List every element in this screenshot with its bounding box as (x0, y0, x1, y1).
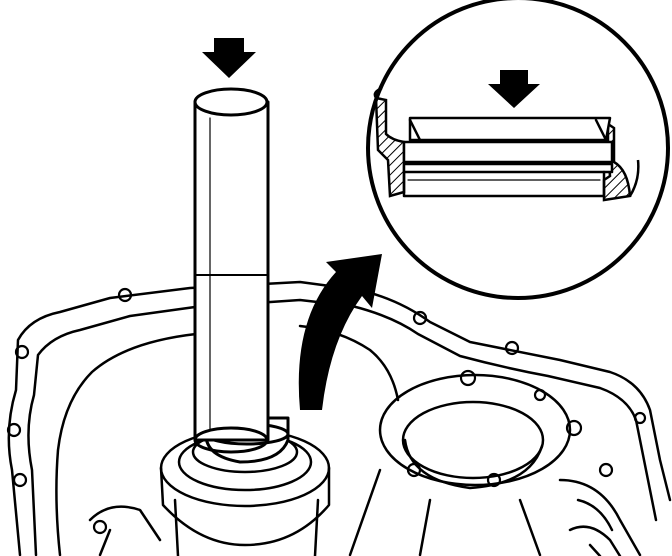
seal-installer-tool (193, 87, 290, 464)
bolt-hole (6, 422, 22, 438)
housing-bore-inner (401, 400, 545, 480)
case-inner-flange (27, 298, 658, 556)
transmission-case (7, 280, 672, 556)
bolt-hole (117, 287, 133, 303)
bolt-hole (12, 472, 28, 488)
tool-shaft (193, 100, 270, 442)
bolt-hole (565, 419, 583, 437)
tool-top-face (193, 87, 269, 117)
seal-profile (402, 116, 614, 198)
bolt-hole (459, 369, 477, 387)
bolt-hole (406, 462, 422, 478)
detail-press-arrow-icon (488, 70, 540, 108)
bolt-hole (486, 472, 502, 488)
bolt-hole (412, 310, 428, 326)
press-arrow-icon (202, 38, 256, 78)
bolt-hole (14, 344, 30, 360)
bolt-holes (6, 287, 647, 535)
case-outer-flange (7, 280, 672, 556)
bolt-hole (92, 519, 108, 535)
bolt-hole (633, 411, 647, 425)
bolt-hole (598, 462, 614, 478)
curved-arrow-icon (298, 254, 382, 410)
detail-view (366, 0, 670, 300)
bolt-hole (533, 388, 547, 402)
housing-section-left (374, 96, 406, 198)
case-lower-ribs (348, 468, 642, 556)
bolt-hole (504, 340, 520, 356)
